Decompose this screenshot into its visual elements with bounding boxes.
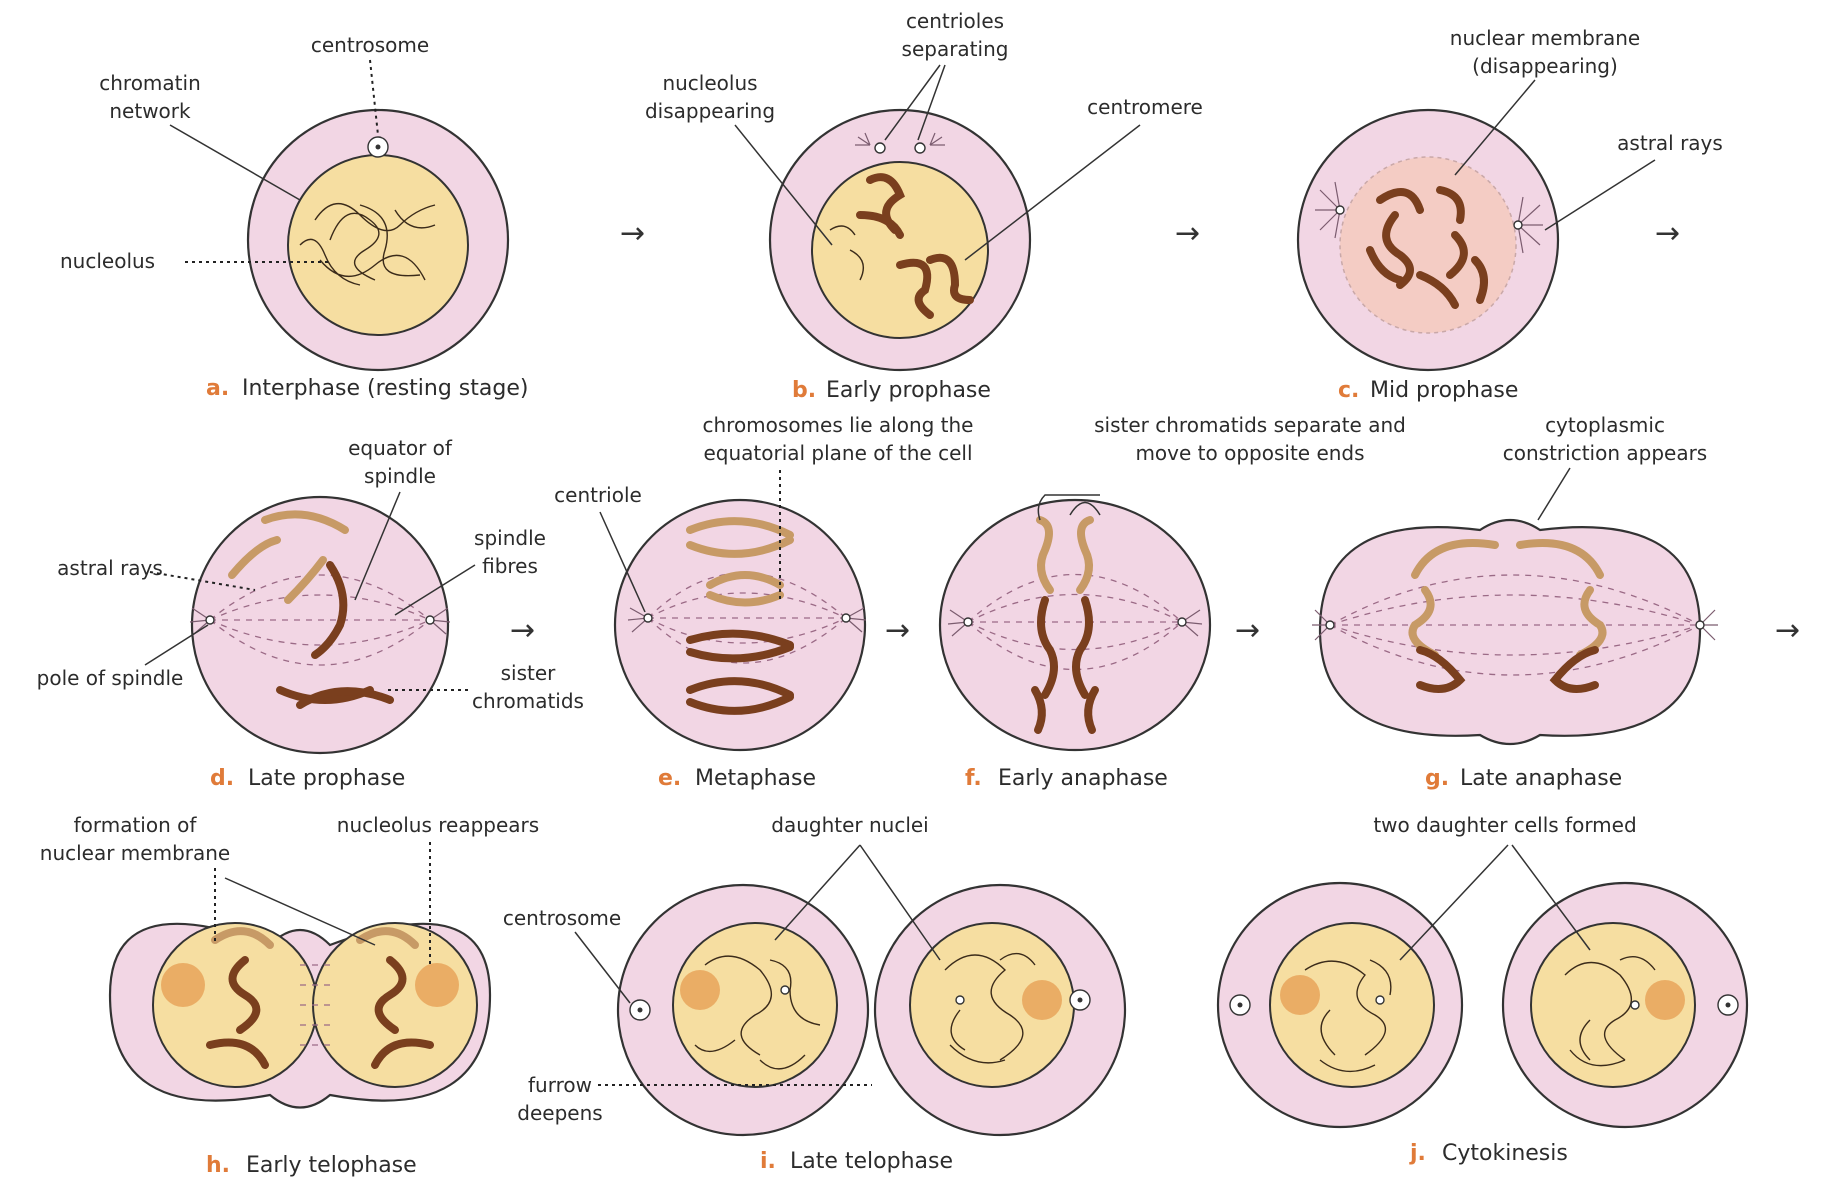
label-nuc-mem-1: nuclear membrane xyxy=(1450,26,1640,50)
arrow-a-b: → xyxy=(620,216,645,251)
svg-text:Early prophase: Early prophase xyxy=(826,378,991,403)
svg-text:Early telophase: Early telophase xyxy=(246,1153,417,1178)
svg-text:g.: g. xyxy=(1425,766,1449,791)
label-daughter-nuclei: daughter nuclei xyxy=(771,813,929,837)
svg-text:b.: b. xyxy=(792,378,816,403)
svg-text:f.: f. xyxy=(965,766,982,791)
arrow-b-c: → xyxy=(1175,216,1200,251)
label-sister-2: chromatids xyxy=(472,689,584,713)
svg-text:e.: e. xyxy=(658,766,681,791)
svg-text:Interphase (resting stage): Interphase (resting stage) xyxy=(242,376,528,401)
label-spindle-fibres-2: fibres xyxy=(482,554,538,578)
label-centriole: centriole xyxy=(554,483,642,507)
caption-h: h. Early telophase xyxy=(206,1153,417,1178)
cell-interphase xyxy=(248,110,508,370)
label-nucleolus-dis-2: disappearing xyxy=(645,99,775,123)
cell-early-anaphase xyxy=(940,500,1210,750)
svg-text:i.: i. xyxy=(760,1149,776,1174)
svg-text:Late telophase: Late telophase xyxy=(790,1149,953,1174)
arrow-e-f: → xyxy=(885,613,910,648)
label-spindle-fibres-1: spindle xyxy=(474,526,546,550)
caption-g: g. Late anaphase xyxy=(1425,766,1622,791)
label-centrioles-2: separating xyxy=(902,37,1009,61)
cell-mid-prophase xyxy=(1298,110,1558,370)
label-two-daughter: two daughter cells formed xyxy=(1373,813,1636,837)
label-nucleolus: nucleolus xyxy=(60,249,155,273)
cell-metaphase xyxy=(615,500,866,750)
label-formation-1: formation of xyxy=(74,813,198,837)
label-centromere: centromere xyxy=(1087,95,1203,119)
label-chrom-lie-1: chromosomes lie along the xyxy=(702,413,973,437)
label-centrosome: centrosome xyxy=(311,33,429,57)
caption-b: b. Early prophase xyxy=(792,378,991,403)
arrow-g-h: → xyxy=(1775,613,1800,648)
caption-d: d. Late prophase xyxy=(210,766,405,791)
svg-text:Mid prophase: Mid prophase xyxy=(1370,378,1518,403)
svg-text:Late prophase: Late prophase xyxy=(248,766,405,791)
label-sister-1: sister xyxy=(501,661,557,685)
label-sister-sep-2: move to opposite ends xyxy=(1135,441,1364,465)
caption-e: e. Metaphase xyxy=(658,766,816,791)
label-equator-2: spindle xyxy=(364,464,436,488)
svg-text:Metaphase: Metaphase xyxy=(695,766,816,791)
caption-a: a. Interphase (resting stage) xyxy=(206,376,528,401)
arrow-d-e: → xyxy=(510,613,535,648)
label-centrioles-1: centrioles xyxy=(906,9,1004,33)
label-equator-1: equator of xyxy=(348,436,453,460)
svg-text:a.: a. xyxy=(206,376,229,401)
label-centrosome-i: centrosome xyxy=(503,906,621,930)
cell-late-telophase xyxy=(618,885,1125,1135)
label-furrow-1: furrow xyxy=(528,1073,592,1097)
cell-late-anaphase xyxy=(1312,520,1718,744)
cell-cytokinesis xyxy=(1218,883,1747,1127)
svg-text:Late anaphase: Late anaphase xyxy=(1460,766,1622,791)
label-astral-rays-d: astral rays xyxy=(57,556,163,580)
svg-text:d.: d. xyxy=(210,766,234,791)
label-nucleolus-re: nucleolus reappears xyxy=(337,813,539,837)
svg-text:Early anaphase: Early anaphase xyxy=(998,766,1168,791)
cell-early-telophase xyxy=(110,923,490,1108)
label-chrom-lie-2: equatorial plane of the cell xyxy=(703,441,972,465)
svg-text:c.: c. xyxy=(1338,378,1359,403)
svg-text:j.: j. xyxy=(1409,1141,1426,1166)
label-astral-rays-c: astral rays xyxy=(1617,131,1723,155)
label-pole: pole of spindle xyxy=(37,666,184,690)
label-nucleolus-dis-1: nucleolus xyxy=(662,71,757,95)
label-chromatin-2: network xyxy=(109,99,191,123)
label-cyto-2: constriction appears xyxy=(1503,441,1707,465)
arrow-f-g: → xyxy=(1235,613,1260,648)
caption-f: f. Early anaphase xyxy=(965,766,1168,791)
caption-j: j. Cytokinesis xyxy=(1409,1141,1568,1166)
label-chromatin-1: chromatin xyxy=(99,71,201,95)
caption-i: i. Late telophase xyxy=(760,1149,953,1174)
label-cyto-1: cytoplasmic xyxy=(1545,413,1665,437)
label-nuc-mem-2: (disappearing) xyxy=(1472,54,1618,78)
label-formation-2: nuclear membrane xyxy=(40,841,230,865)
label-sister-sep-1: sister chromatids separate and xyxy=(1094,413,1406,437)
caption-c: c. Mid prophase xyxy=(1338,378,1518,403)
svg-text:Cytokinesis: Cytokinesis xyxy=(1442,1141,1568,1166)
label-furrow-2: deepens xyxy=(517,1101,602,1125)
arrow-c-d: → xyxy=(1655,216,1680,251)
svg-text:h.: h. xyxy=(206,1153,230,1178)
cell-late-prophase xyxy=(190,497,450,753)
